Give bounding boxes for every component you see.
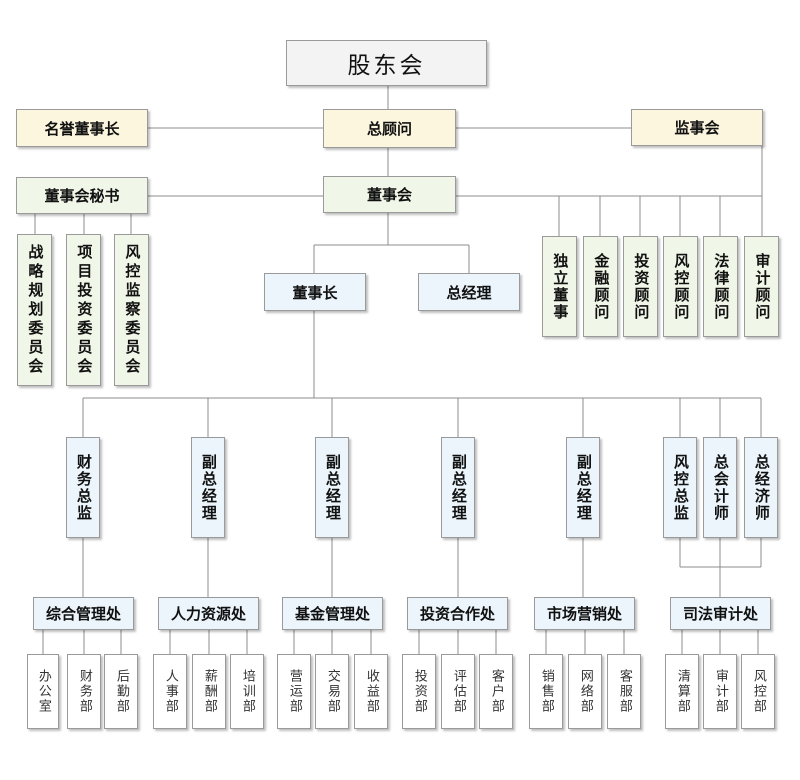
- department-box: 人事部: [153, 654, 187, 729]
- department-box: 风控部: [741, 654, 775, 729]
- supervisory-board-box: 监事会: [631, 109, 763, 146]
- advisor-box: 投资顾问: [623, 236, 658, 337]
- department-box: 财务部: [67, 654, 101, 729]
- department-box: 网络部: [568, 654, 602, 729]
- executive-box: 副总经理: [441, 437, 475, 538]
- general-manager-box: 总经理: [418, 273, 520, 311]
- department-box: 交易部: [315, 654, 349, 729]
- division-box: 基金管理处: [282, 597, 383, 630]
- board-secretary-box: 董事会秘书: [16, 177, 148, 214]
- department-box: 培训部: [230, 654, 264, 729]
- department-box: 清算部: [665, 654, 699, 729]
- department-box: 投资部: [402, 654, 436, 729]
- committee-box: 项目投资委员会: [66, 234, 101, 386]
- advisor-box: 金融顾问: [583, 236, 618, 337]
- executive-box: 总经济师: [744, 437, 778, 538]
- department-box: 销售部: [529, 654, 563, 729]
- department-box: 营运部: [277, 654, 311, 729]
- department-box: 客服部: [607, 654, 641, 729]
- department-box: 收益部: [354, 654, 388, 729]
- executive-box: 副总经理: [191, 437, 225, 538]
- division-box: 市场营销处: [534, 597, 635, 630]
- honorary-chairman-box: 名誉董事长: [16, 109, 148, 147]
- general-advisor-box: 总顾问: [323, 109, 456, 148]
- advisor-box: 风控顾问: [663, 236, 698, 337]
- department-box: 审计部: [703, 654, 737, 729]
- advisor-box: 审计顾问: [744, 236, 779, 337]
- advisor-box: 独立董事: [542, 236, 577, 337]
- chairman-box: 董事长: [264, 273, 366, 311]
- executive-box: 副总经理: [315, 437, 349, 538]
- department-box: 薪酬部: [192, 654, 226, 729]
- department-box: 客户部: [479, 654, 513, 729]
- advisor-box: 法律顾问: [703, 236, 738, 337]
- board-of-directors-box: 董事会: [323, 176, 456, 213]
- executive-box: 副总经理: [566, 437, 600, 538]
- division-box: 人力资源处: [158, 597, 259, 630]
- division-box: 司法审计处: [670, 597, 771, 630]
- committee-box: 风控监察委员会: [114, 234, 149, 386]
- executive-box: 财务总监: [66, 437, 100, 538]
- executive-box: 总会计师: [703, 437, 737, 538]
- department-box: 后勤部: [104, 654, 138, 729]
- executive-box: 风控总监: [663, 437, 697, 538]
- division-box: 综合管理处: [33, 597, 134, 630]
- division-box: 投资合作处: [407, 597, 508, 630]
- committee-box: 战略规划委员会: [17, 234, 52, 386]
- department-box: 评估部: [441, 654, 475, 729]
- department-box: 办公室: [27, 654, 59, 729]
- shareholders-box: 股东会: [286, 40, 487, 86]
